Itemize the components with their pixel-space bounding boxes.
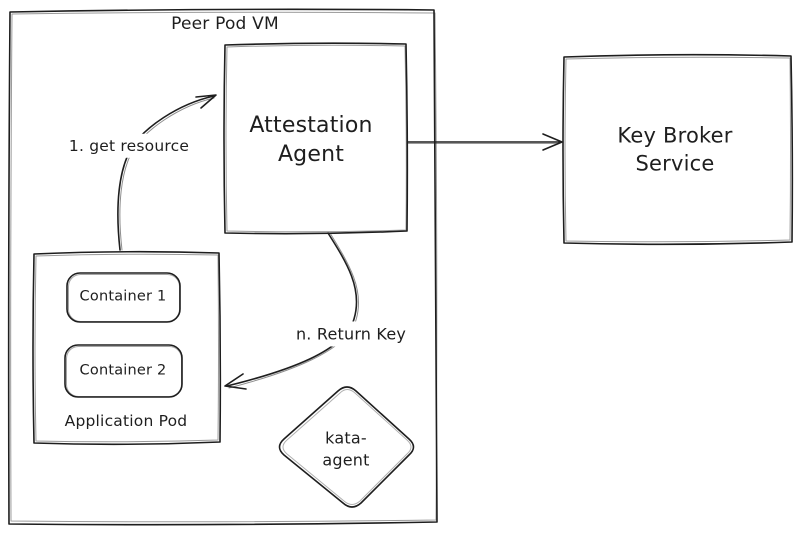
kata-agent-label-line2: agent (322, 451, 370, 470)
edge-label-return-key: n. Return Key (290, 321, 412, 347)
kata-agent-label-line1: kata- (325, 428, 367, 448)
arrowhead-attestation-to-kbs (542, 133, 563, 151)
attestation-agent-label-line1: Attestation (249, 112, 373, 138)
application-pod-label: Application Pod (64, 411, 188, 430)
attestation-agent-box (223, 42, 409, 235)
attestation-agent-label: Attestation Agent (249, 111, 372, 169)
arrow-get-resource (117, 94, 217, 251)
container-1-label: Container 1 (79, 288, 167, 305)
key-broker-service-label: Key Broker Service (617, 122, 732, 177)
key-broker-service-label-line2: Service (635, 151, 715, 175)
arrow-attestation-to-kbs (407, 133, 563, 151)
key-broker-service-box (562, 53, 794, 246)
key-broker-service-label-line1: Key Broker (617, 123, 733, 148)
container-1-box (66, 272, 181, 323)
application-pod-box (32, 250, 222, 446)
arrowhead-get-resource (195, 94, 217, 109)
attestation-agent-label-line2: Agent (277, 142, 345, 167)
edge-label-get-resource: 1. get resource (63, 133, 195, 159)
container-2-box (64, 344, 183, 398)
kata-agent-label: kata- agent (322, 428, 369, 473)
arrowhead-return-key (224, 373, 247, 390)
container-2-label: Container 2 (79, 362, 167, 379)
outer-vm-box (7, 8, 438, 526)
arrow-return-key (224, 232, 360, 390)
kata-agent-diamond (278, 386, 415, 508)
vm-title: Peer Pod VM (171, 13, 279, 34)
